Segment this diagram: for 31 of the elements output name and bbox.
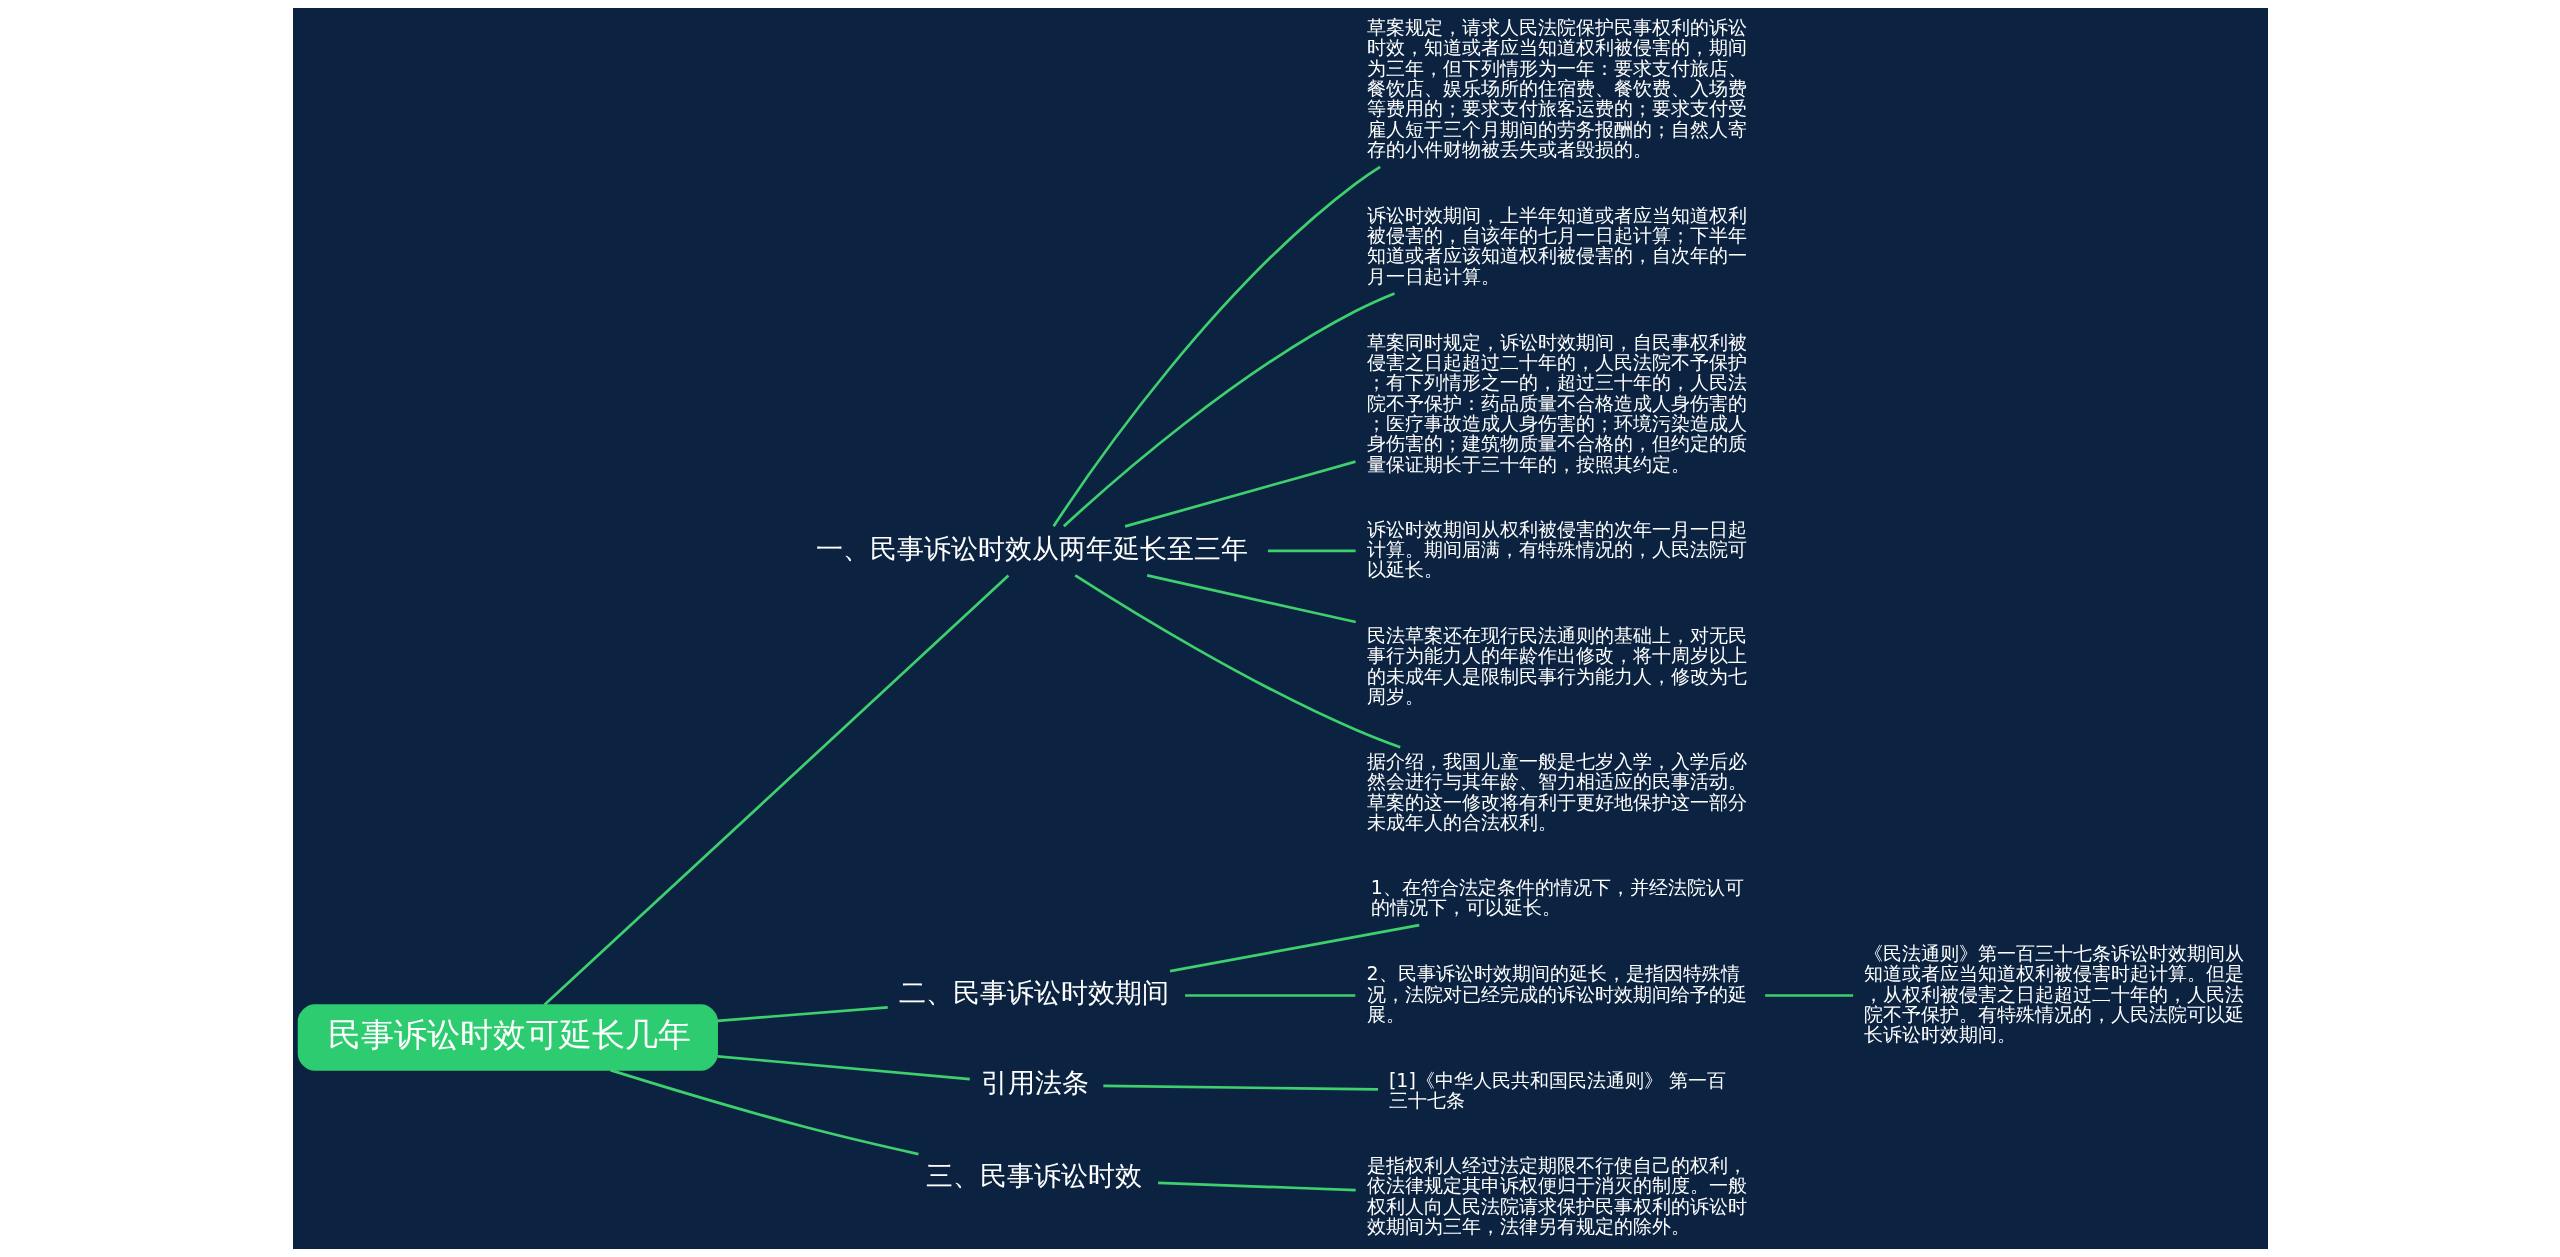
node-text: 2、民事诉讼时效期间的延长，是指因特殊情况，法院对已经完成的诉讼时效期间给予的延展。 [1366,962,1747,1025]
connector [1169,923,1419,973]
node-text: 1、在符合法定条件的情况下，并经法院认可的情况下，可以延长。 [1370,876,1744,919]
node-text: 一、民事诉讼时效从两年延长至三年 [815,532,1248,564]
connector [1267,549,1356,553]
connector [1184,994,1355,997]
connector [1102,1084,1378,1091]
node-text: 草案规定，请求人民法院保护民事权利的诉讼时效，知道或者应当知道权利被侵害的，期间为三年，但下列情形为一年：要求支付旅店、餐饮店、娱乐场所的住宿费、餐饮费、入场费等费用的；要求支付旅客运费的；要求支付受雇人短于三个月期间的劳务报酬的；自然人寄存的小件财物被丢失或者毁损的。 [1366,16,1747,161]
connector [1146,574,1356,624]
connector [1764,994,1853,997]
node-text: 诉讼时效期间，上半年知道或者应当知道权利被侵害的，自该年的七月一日起计算；下半年知道或者应该知道权利被侵害的，自次年的一月一日起计算。 [1366,203,1747,287]
connector [1124,460,1356,528]
node-text: 《民法通则》第一百三十七条诉讼时效期间从知道或者应当知道权利被侵害时起计算。但是，从权利被侵害之日起超过二十年的，人民法院不予保护。有特殊情况的，人民法院可以延长诉讼时效期间。 [1863,941,2244,1046]
node-text: 是指权利人经过法定期限不行使自己的权利，依法律规定其申诉权便归于消灭的制度。一般权利人向人民法院请求保护民事权利的诉讼时效期间为三年，法律另有规定的除外。 [1366,1154,1747,1237]
node-text: 据介绍，我国儿童一般是七岁入学，入学后必然会进行与其年龄、智力相适应的民事活动。草案的这一修改将有利于更好地保护这一部分未成年人的合法权利。 [1366,750,1747,834]
connector [716,1005,888,1023]
connector [1157,1181,1356,1192]
connector [609,1068,919,1156]
connector [716,1054,970,1081]
node-text: 诉讼时效期间从权利被侵害的次年一月一日起计算。期间届满，有特殊情况的，人民法院可以延长。 [1366,517,1747,581]
connector [543,574,1009,1006]
connector [1073,574,1401,749]
node-text: [1]《中华人民共和国民法通则》 第一百三十七条 [1388,1068,1726,1111]
connector [1052,165,1381,528]
node-text: 民法草案还在现行民法通则的基础上，对无民事行为能力人的年龄作出修改，将十周岁以上的未成年人是限制民事行为能力人，修改为七周岁。 [1366,623,1747,707]
node-text: 草案同时规定，诉讼时效期间，自民事权利被侵害之日起超过二十年的，人民法院不予保护；有下列情形之一的，超过三十年的，人民法院不予保护：药品质量不合格造成人身伤害的；医疗事故造成人身伤害的；环境污染造成人身伤害的；建筑物质量不合格的，但约定的质量保证期长于三十年的，按照其约定。 [1366,330,1747,475]
node-box: 民事诉讼时效可延长几年 [297,1004,718,1071]
node-text: 二、民事诉讼时效期间 [898,977,1169,1009]
node-text: 三、民事诉讼时效 [925,1160,1142,1192]
connector [1062,292,1395,528]
node-text: 引用法条 [980,1066,1089,1098]
